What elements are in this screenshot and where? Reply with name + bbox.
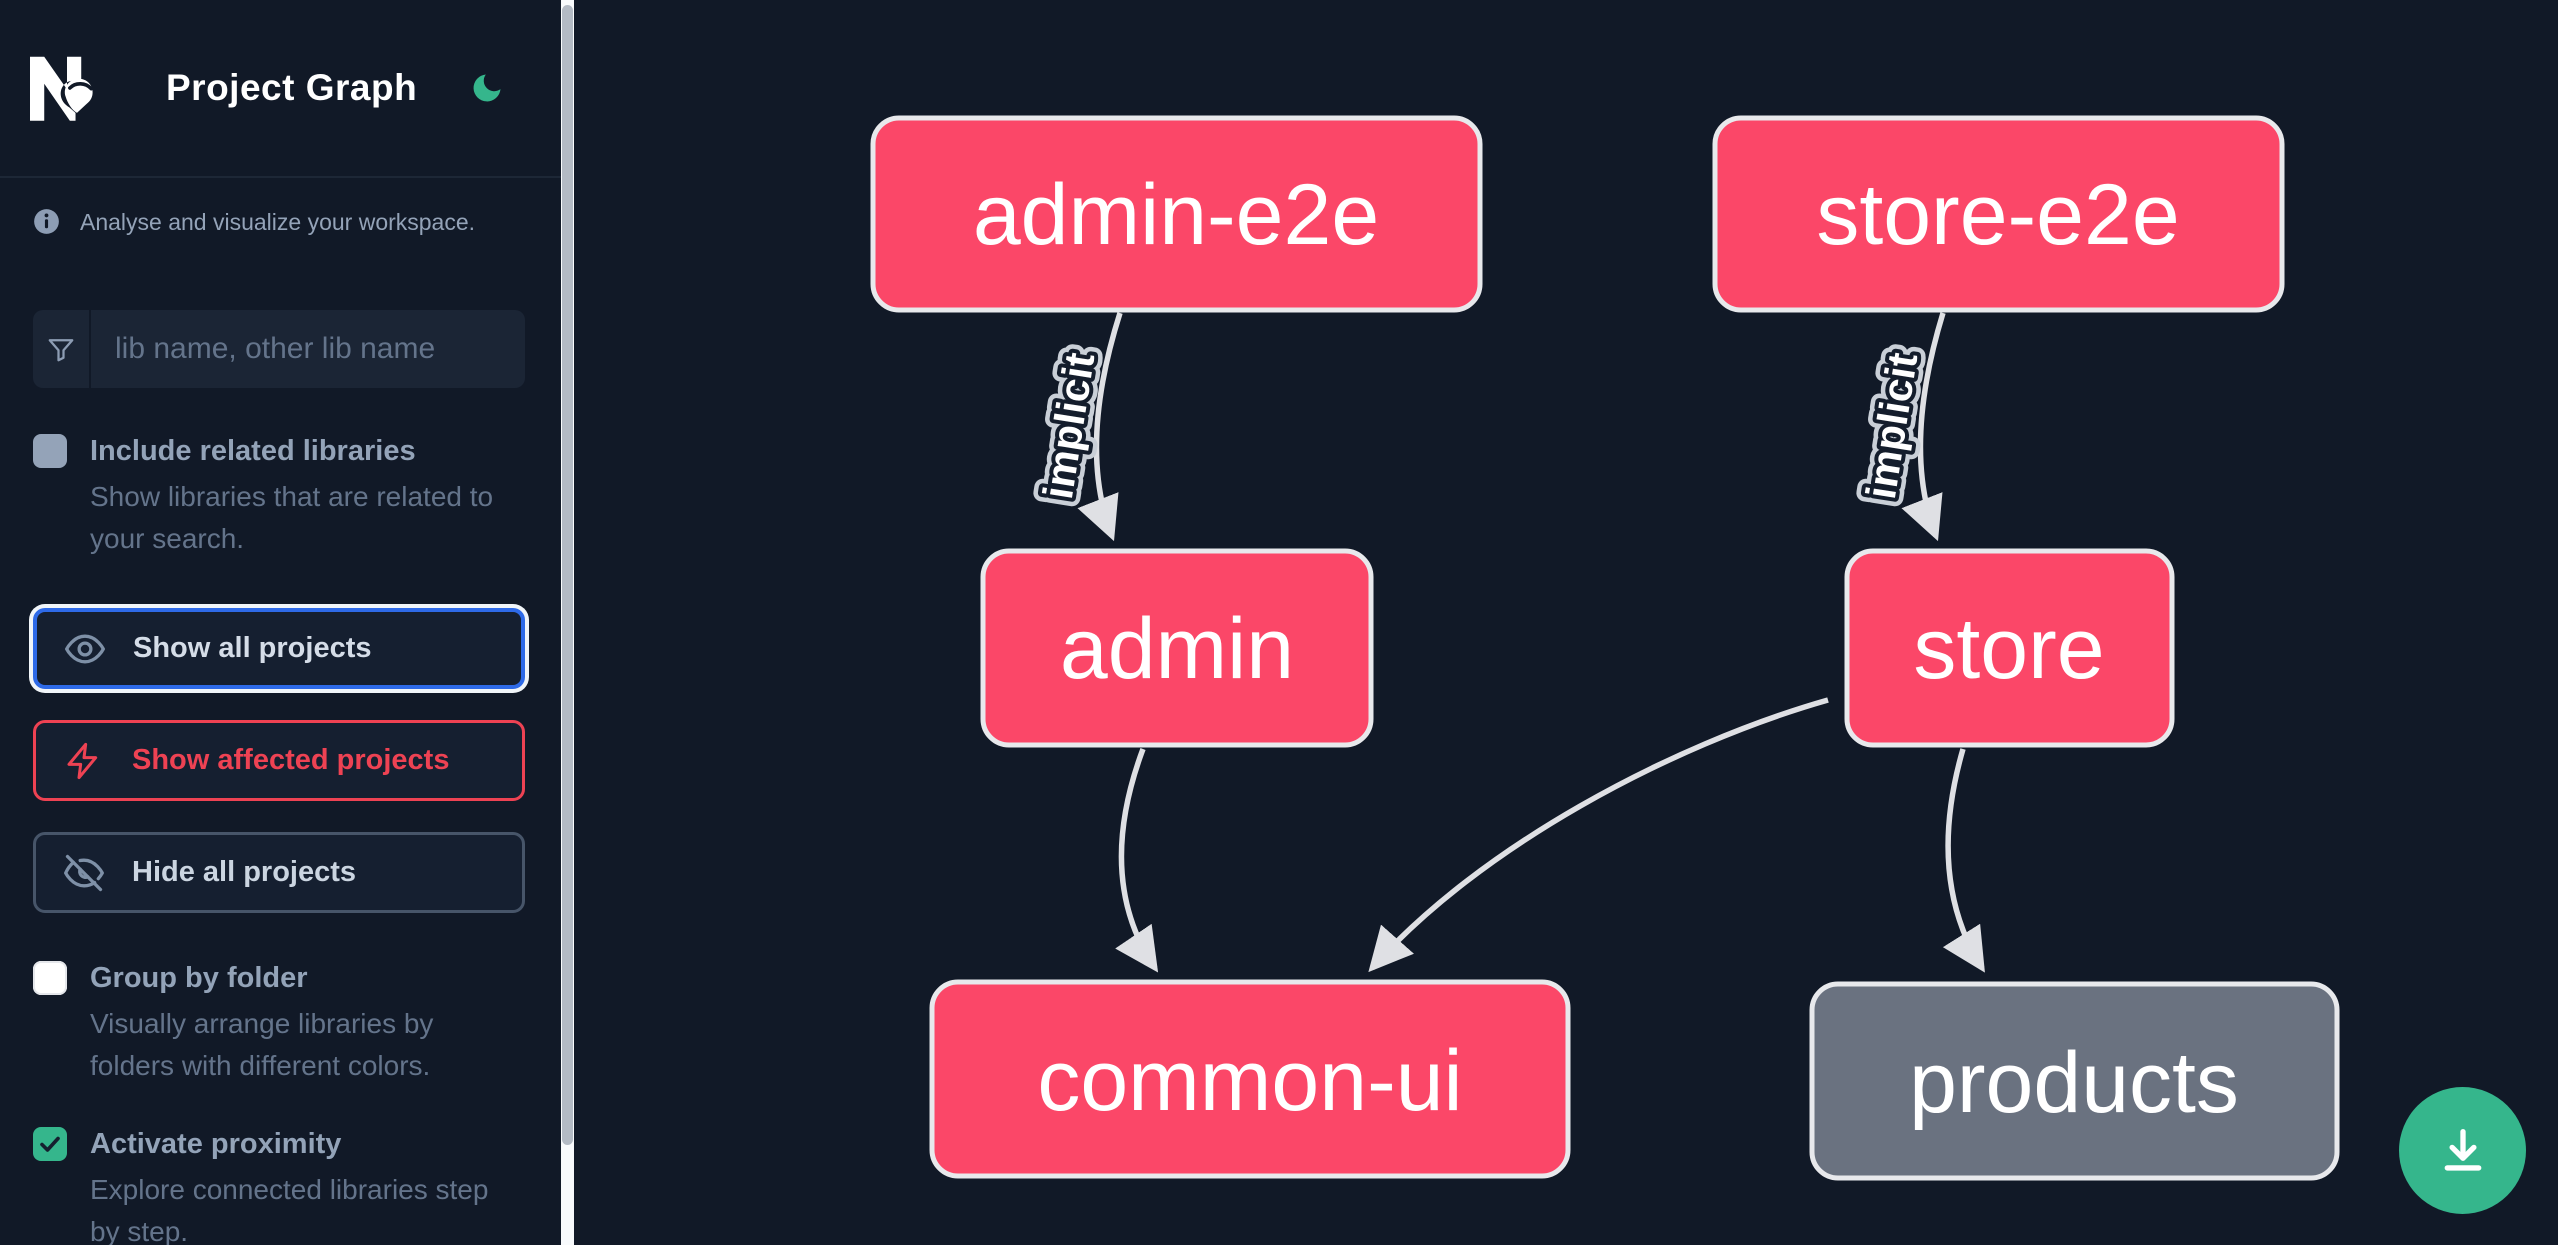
svg-text:common-ui: common-ui xyxy=(1037,1033,1462,1129)
edge-label-implicit-admin: implicit implicit implicit xyxy=(1025,341,1111,511)
include-related-checkbox[interactable] xyxy=(33,434,67,468)
svg-text:store: store xyxy=(1913,601,2104,697)
search-input[interactable] xyxy=(91,310,525,388)
show-affected-projects-button[interactable]: Show affected projects xyxy=(33,720,525,801)
group-by-folder-label[interactable]: Group by folder xyxy=(90,962,308,994)
sidebar: Project Graph Analyse and visualize your… xyxy=(0,0,561,1245)
project-graph-canvas[interactable]: implicit implicit implicit implicit impl… xyxy=(574,0,2558,1245)
nx-logo-icon xyxy=(30,56,93,121)
filter-icon-cell xyxy=(33,310,91,388)
edge-label-implicit-store: implicit implicit implicit xyxy=(1848,341,1934,511)
include-related-label[interactable]: Include related libraries xyxy=(90,435,416,467)
dependency-graph-svg: implicit implicit implicit implicit impl… xyxy=(870,115,2340,1181)
graph-node-products[interactable]: products xyxy=(1809,981,2340,1181)
edge-admin-e2e-to-admin xyxy=(1077,312,1123,542)
eye-icon xyxy=(63,627,107,671)
edge-store-to-products xyxy=(1942,748,1985,973)
search-box xyxy=(33,310,525,388)
show-all-projects-button[interactable]: Show all projects xyxy=(33,608,525,689)
activate-proximity-label[interactable]: Activate proximity xyxy=(90,1128,342,1160)
download-image-button[interactable] xyxy=(2399,1087,2526,1214)
graph-node-common-ui[interactable]: common-ui xyxy=(929,979,1571,1179)
edge-store-to-common-ui xyxy=(1368,697,1829,973)
page-title: Project Graph xyxy=(166,67,418,108)
hide-all-projects-button[interactable]: Hide all projects xyxy=(33,832,525,913)
svg-text:implicit: implicit xyxy=(1857,349,1926,502)
eye-off-icon xyxy=(62,851,106,895)
moon-icon xyxy=(473,74,501,102)
show-affected-projects-label: Show affected projects xyxy=(132,744,450,776)
activate-proximity-checkbox[interactable] xyxy=(33,1127,67,1161)
toggle-include-related: Include related libraries Show libraries… xyxy=(33,432,528,560)
toggle-group-by-folder: Group by folder Visually arrange librari… xyxy=(33,959,528,1087)
activate-proximity-description: Explore connected libraries step by step… xyxy=(90,1174,489,1245)
include-related-description: Show libraries that are related to your … xyxy=(90,481,494,554)
graph-node-store-e2e[interactable]: store-e2e xyxy=(1712,115,2285,313)
bolt-icon xyxy=(62,739,106,783)
sidebar-scrollbar-track[interactable] xyxy=(561,0,574,1245)
sidebar-header: Project Graph xyxy=(0,0,561,178)
download-icon xyxy=(2444,1128,2481,1171)
svg-text:store-e2e: store-e2e xyxy=(1816,167,2179,263)
tagline-text: Analyse and visualize your workspace. xyxy=(80,209,476,235)
edge-store-e2e-to-store xyxy=(1901,312,1946,542)
workspace-tagline: Analyse and visualize your workspace. xyxy=(33,208,528,236)
funnel-icon xyxy=(48,339,74,362)
group-by-folder-checkbox[interactable] xyxy=(33,961,67,995)
sidebar-scrollbar-thumb[interactable] xyxy=(562,5,573,1145)
svg-text:admin-e2e: admin-e2e xyxy=(973,167,1379,263)
group-by-folder-description: Visually arrange libraries by folders wi… xyxy=(90,1008,434,1081)
info-icon xyxy=(34,209,59,234)
graph-node-admin[interactable]: admin xyxy=(980,548,1374,748)
dark-mode-toggle[interactable] xyxy=(467,68,507,108)
svg-text:admin: admin xyxy=(1060,601,1294,697)
svg-text:implicit: implicit xyxy=(1034,349,1103,502)
hide-all-projects-label: Hide all projects xyxy=(132,856,357,888)
edge-admin-to-common-ui xyxy=(1115,748,1159,973)
show-all-projects-label: Show all projects xyxy=(133,632,372,664)
svg-text:products: products xyxy=(1909,1035,2239,1131)
check-icon xyxy=(40,1136,60,1152)
graph-node-admin-e2e[interactable]: admin-e2e xyxy=(870,115,1483,313)
toggle-activate-proximity: Activate proximity Explore connected lib… xyxy=(33,1125,528,1245)
graph-node-store[interactable]: store xyxy=(1844,548,2175,748)
